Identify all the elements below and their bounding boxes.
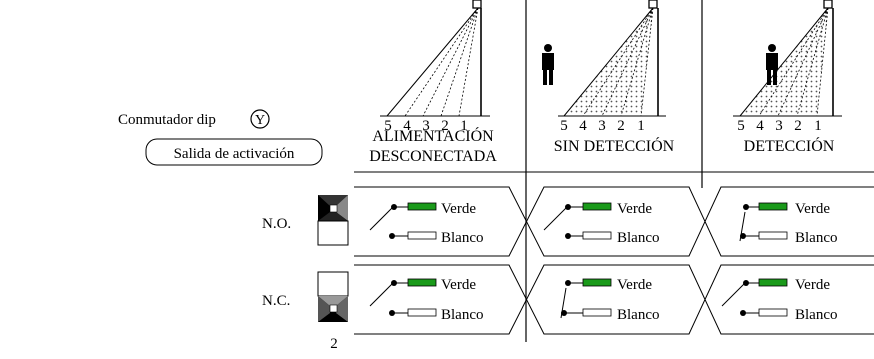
contact-cell: Verde Blanco [369,277,484,323]
white-wire-icon [758,231,788,240]
white-wire-label: Blanco [617,307,660,323]
sensor-head [823,0,833,9]
contact-blade [369,282,394,307]
green-wire-label: Verde [617,201,652,217]
activation-output-label: Salida de activación [174,146,295,162]
zone-boundary [739,7,829,117]
zone-number: 5 [737,118,745,134]
green-wire-label: Verde [441,201,476,217]
zone-number: 2 [617,118,625,134]
person-icon [766,44,778,85]
green-wire-label: Verde [795,277,830,293]
column-header: ALIMENTACIÓN [372,126,494,145]
column-header: DESCONECTADA [369,148,497,165]
timing-lane-no [354,186,874,257]
contact-cell: Verde Blanco [369,201,484,246]
dip-switch-icon [317,271,349,322]
green-wire-icon [758,278,788,287]
dip-marker-circle [250,109,270,129]
sensor-diagram-detection [733,0,842,117]
row-label-no: N.O. [262,216,291,232]
zone-boundary [458,7,479,117]
green-wire-label: Verde [617,277,652,293]
dip-marker-label: Y [255,113,265,128]
zone-number: 2 [794,118,802,134]
column-header: DETECCIÓN [744,136,835,155]
green-wire-icon [407,202,437,211]
zone-boundary [758,7,829,117]
white-wire-icon [582,231,612,240]
zone-number: 1 [460,118,468,134]
white-wire-icon [758,308,788,317]
white-wire-label: Blanco [617,230,660,246]
zone-boundary [620,7,654,117]
white-wire-icon [407,231,437,240]
sensor-diagram-no-detection [542,0,666,117]
row-label-nc: N.C. [262,293,290,309]
green-wire-label: Verde [441,277,476,293]
white-wire-icon [582,308,612,317]
white-wire-label: Blanco [795,230,838,246]
column-header: SIN DETECCIÓN [554,136,675,155]
zone-boundary [582,7,654,117]
dip-switch-icon [317,195,349,246]
green-wire-icon [582,278,612,287]
white-wire-label: Blanco [441,230,484,246]
zone-number: 3 [598,118,606,134]
dip-switch-label: Conmutador dip [118,112,216,128]
zone-labels-col2: 5 4 3 2 1 [560,118,645,134]
contact-cell: Verde Blanco [543,201,660,246]
zone-number: 4 [756,118,764,134]
zone-boundary [422,7,479,117]
sensor-diagram-power-off [380,0,490,117]
contact-cell: Verde Blanco [739,201,838,246]
zone-number: 3 [422,118,430,134]
contact-cell: Verde Blanco [560,277,660,323]
zone-boundary [440,7,479,117]
sensor-head [472,0,482,9]
zone-number: 4 [579,118,587,134]
zone-number: 1 [814,118,822,134]
green-wire-icon [758,202,788,211]
green-wire-label: Verde [795,201,830,217]
zone-number: 5 [384,118,392,134]
green-wire-icon [582,202,612,211]
zone-boundary [404,7,479,117]
zone-number: 1 [637,118,645,134]
contact-blade [721,282,746,307]
zone-number: 4 [403,118,411,134]
zone-labels-col1: 5 4 3 2 1 [384,118,468,134]
timing-lane-nc [354,264,874,335]
contact-cell: Verde Blanco [721,277,838,323]
contact-blade [543,206,568,231]
person-icon [542,44,554,85]
zone-number: 2 [441,118,449,134]
activation-output-box [145,138,323,166]
white-wire-label: Blanco [795,307,838,323]
zone-boundary [796,7,829,117]
zone-boundary [563,7,654,117]
sensor-head [648,0,658,9]
white-wire-icon [407,308,437,317]
green-wire-icon [407,278,437,287]
white-wire-label: Blanco [441,307,484,323]
zone-number: 5 [560,118,568,134]
zone-labels-col3: 5 4 3 2 1 [737,118,822,134]
zone-boundary [386,7,479,117]
contact-blade [369,206,394,231]
zone-number: 3 [775,118,783,134]
dip-number-label: 2 [330,336,338,352]
